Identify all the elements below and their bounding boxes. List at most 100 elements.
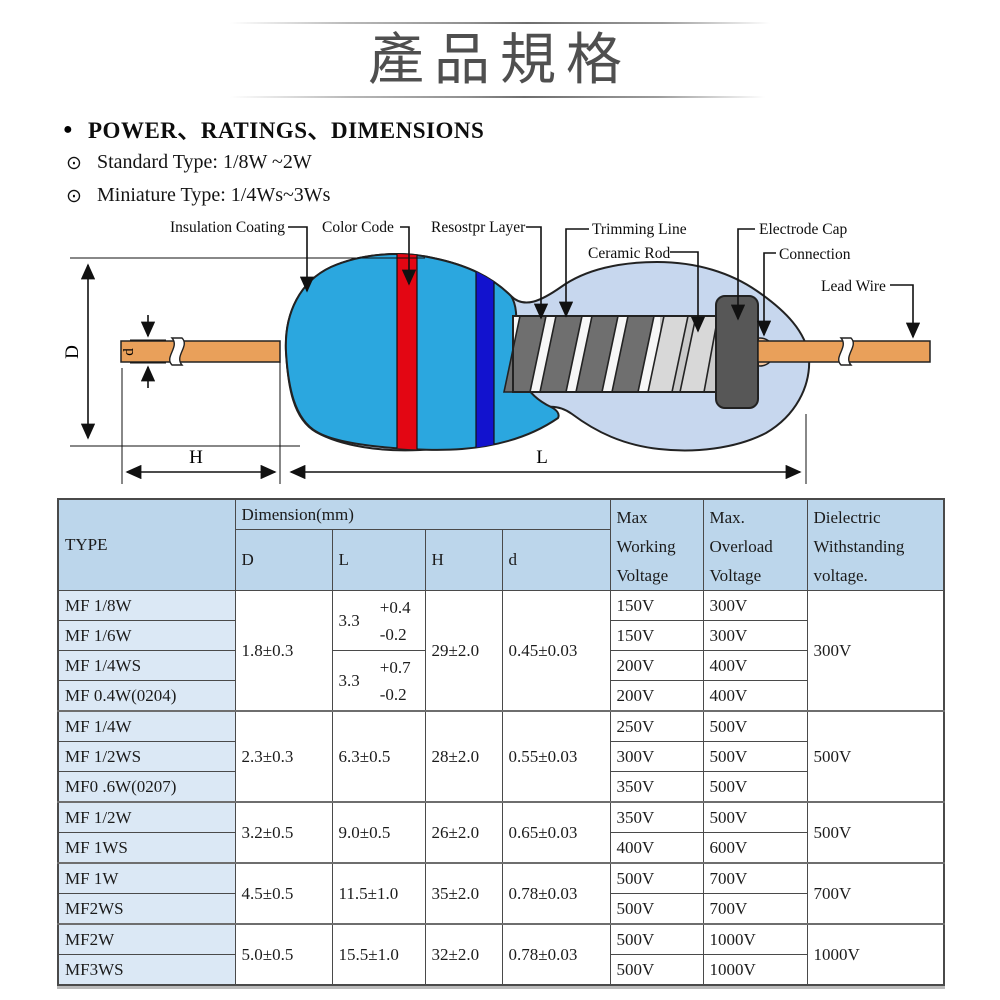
type-cell: MF 1/2WS — [57, 741, 236, 772]
dia-cell: 0.78±0.03 — [501, 923, 611, 986]
header-type: TYPE — [57, 498, 236, 591]
section-heading: POWER、RATINGS、DIMENSIONS — [88, 118, 485, 143]
type-cell: MF 1WS — [57, 832, 236, 864]
dia-cell: 0.65±0.03 — [501, 801, 611, 864]
header-dielectric: Dielectric Withstanding voltage. — [806, 498, 945, 591]
l-cell: 15.5±1.0 — [331, 923, 426, 986]
dim-label-L: L — [536, 447, 548, 468]
dielectric-cell: 500V — [806, 710, 945, 803]
overload-cell: 400V — [702, 650, 808, 681]
spec-table: TYPE Dimension(mm) Max Working Voltage M… — [57, 498, 946, 986]
h-cell: 28±2.0 — [424, 710, 503, 803]
dielectric-cell: 1000V — [806, 923, 945, 986]
working-cell: 500V — [609, 893, 704, 925]
label-connection: Connection — [779, 246, 851, 263]
working-cell: 150V — [609, 620, 704, 651]
leader-lines — [288, 226, 921, 339]
working-cell: 350V — [609, 771, 704, 803]
type-cell: MF 0.4W(0204) — [57, 680, 236, 712]
header-dimension: Dimension(mm) — [234, 498, 611, 530]
working-cell: 350V — [609, 801, 704, 833]
overload-cell: 700V — [702, 862, 808, 894]
type-cell: MF 1/8W — [57, 590, 236, 621]
overload-cell: 500V — [702, 801, 808, 833]
overload-cell: 500V — [702, 741, 808, 772]
table-row: MF 1/6W 150V 300V — [57, 620, 944, 651]
type-cell: MF0 .6W(0207) — [57, 771, 236, 803]
page-title: 產品規格 — [368, 30, 632, 92]
section-bullet-icon: ● — [63, 121, 73, 138]
header-col-H: H — [424, 529, 503, 591]
table-row: MF 1/4WS 3.3 +0.7 -0.2 200V 400V — [57, 650, 944, 712]
type-cell: MF 1W — [57, 862, 236, 894]
l-cell: 9.0±0.5 — [331, 801, 426, 864]
label-trimming-line: Trimming Line — [592, 221, 687, 238]
label-ceramic-rod: Ceramic Rod — [588, 245, 671, 262]
l-cell: 11.5±1.0 — [331, 862, 426, 925]
overload-cell: 600V — [702, 832, 808, 864]
d-cell: 1.8±0.3 — [234, 590, 333, 712]
header-max-working: Max Working Voltage — [609, 498, 704, 591]
working-cell: 400V — [609, 832, 704, 864]
h-cell: 35±2.0 — [424, 862, 503, 925]
type-cell: MF3WS — [57, 954, 236, 986]
header-col-d: d — [501, 529, 611, 591]
header-max-overload: Max. Overload Voltage — [702, 498, 808, 591]
dielectric-cell: 500V — [806, 801, 945, 864]
title-divider-bottom — [230, 96, 765, 98]
type-cell: MF 1/4WS — [57, 650, 236, 681]
table-row: MF 1/2WS 300V 500V — [57, 741, 944, 772]
overload-cell: 1000V — [702, 923, 808, 955]
dim-label-d: d — [121, 348, 137, 356]
bullet-icon: ⊙ — [66, 186, 82, 207]
working-cell: 200V — [609, 650, 704, 681]
l-cell: 6.3±0.5 — [331, 710, 426, 803]
type-cell: MF2W — [57, 923, 236, 955]
type-cell: MF 1/6W — [57, 620, 236, 651]
h-cell: 29±2.0 — [424, 590, 503, 712]
dia-cell: 0.55±0.03 — [501, 710, 611, 803]
overload-cell: 700V — [702, 893, 808, 925]
header-col-L: L — [331, 529, 426, 591]
overload-cell: 300V — [702, 620, 808, 651]
dim-label-D: D — [62, 345, 83, 359]
label-resistor-layer: Resostpr Layer — [431, 219, 526, 236]
working-cell: 500V — [609, 923, 704, 955]
working-cell: 500V — [609, 954, 704, 986]
l-cell: 3.3 +0.7 -0.2 — [331, 650, 426, 712]
overload-cell: 1000V — [702, 954, 808, 986]
overload-cell: 500V — [702, 771, 808, 803]
type-cell: MF2WS — [57, 893, 236, 925]
electrode-cap-shape — [715, 295, 759, 409]
dim-label-H: H — [189, 447, 203, 468]
working-cell: 200V — [609, 680, 704, 712]
type-cell: MF 1/2W — [57, 801, 236, 833]
overload-cell: 300V — [702, 590, 808, 621]
overload-cell: 500V — [702, 710, 808, 742]
bullet-standard-type: Standard Type: 1/8W ~2W — [97, 151, 312, 173]
d-cell: 2.3±0.3 — [234, 710, 333, 803]
dielectric-cell: 700V — [806, 862, 945, 925]
l-cell: 3.3 +0.4 -0.2 — [331, 590, 426, 651]
extension-lines — [70, 257, 807, 484]
lead-wire-left — [120, 340, 281, 363]
working-cell: 500V — [609, 862, 704, 894]
table-row: MF0 .6W(0207) 350V 500V — [57, 771, 944, 803]
h-cell: 32±2.0 — [424, 923, 503, 986]
dimension-arrows — [80, 263, 802, 480]
dia-cell: 0.78±0.03 — [501, 862, 611, 925]
wire-break-left — [169, 337, 185, 366]
d-cell: 3.2±0.5 — [234, 801, 333, 864]
table-row: MF 1W 4.5±0.5 11.5±1.0 35±2.0 0.78±0.03 … — [57, 862, 945, 925]
d-cell: 4.5±0.5 — [234, 862, 333, 925]
label-color-code: Color Code — [322, 219, 394, 236]
header-col-D: D — [234, 529, 333, 591]
color-band-blue — [475, 254, 495, 450]
table-row: MF 1/8W 1.8±0.3 3.3 +0.4 -0.2 29±2.0 0.4… — [57, 590, 945, 712]
spec-table-container: TYPE Dimension(mm) Max Working Voltage M… — [57, 498, 946, 986]
resistor-diagram: D d H L — [62, 226, 931, 484]
d-cell: 5.0±0.5 — [234, 923, 333, 986]
table-row: MF 1/4W 2.3±0.3 6.3±0.5 28±2.0 0.55±0.03… — [57, 710, 945, 803]
bullet-miniature-type: Miniature Type: 1/4Ws~3Ws — [97, 184, 331, 206]
label-insulation-coating: Insulation Coating — [170, 219, 285, 236]
